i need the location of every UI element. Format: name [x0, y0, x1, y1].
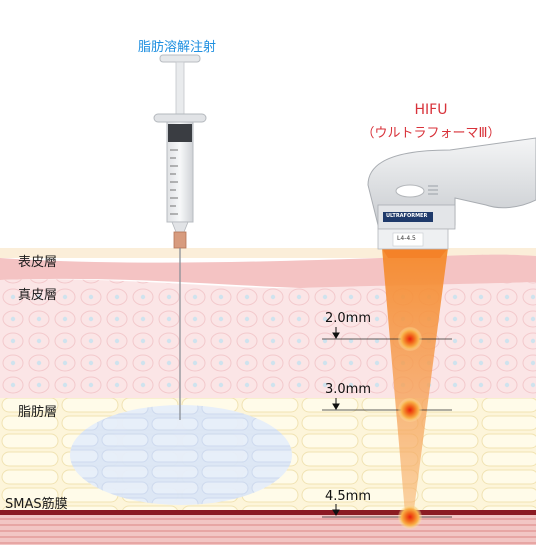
smas-line: [0, 510, 536, 515]
layer-label-epidermis: 表皮層: [18, 255, 58, 270]
layer-label-fat: 脂肪層: [18, 405, 58, 420]
focal-point-4-5mm: [398, 505, 422, 529]
dermis-layer: [0, 279, 536, 398]
focal-point-3mm: [398, 398, 422, 422]
muscle-layer: [0, 515, 536, 545]
fat-target-zone: [70, 405, 292, 505]
depth-label-2mm: 2.0mm: [325, 311, 372, 326]
depth-arrow-2mm: [332, 327, 340, 339]
syringe-title: 脂肪溶解注射: [138, 40, 217, 55]
surface-band: [0, 248, 536, 258]
depth-label-3mm: 3.0mm: [325, 382, 372, 397]
depth-label-4-5mm: 4.5mm: [325, 489, 372, 504]
beam-top: [382, 248, 448, 258]
layer-label-dermis: 真皮層: [18, 288, 58, 303]
hifu-beam: [382, 248, 448, 525]
hifu-subtitle: （ウルトラフォーマⅢ）: [361, 126, 501, 141]
depth-arrow-4-5mm: [332, 504, 340, 516]
depth-arrow-3mm: [332, 398, 340, 410]
hifu-title: HIFU: [414, 102, 448, 118]
cartridge-label: L4-4.5: [397, 235, 416, 242]
hifu-handpiece: [367, 137, 536, 250]
device-brand-label: ULTRAFORMER: [386, 213, 428, 219]
syringe-illustration: [153, 54, 207, 420]
layer-label-smas: SMAS筋膜: [5, 497, 68, 512]
focal-point-2mm: [398, 327, 422, 351]
